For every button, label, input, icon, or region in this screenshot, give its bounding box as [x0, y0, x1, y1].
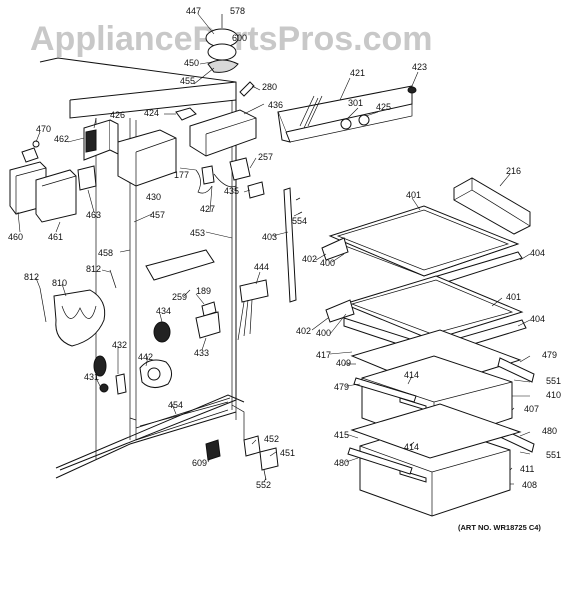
door-bin-216	[453, 177, 531, 235]
label-400b: 400	[316, 328, 331, 338]
label-447: 447	[186, 6, 201, 16]
label-259: 259	[172, 292, 187, 302]
label-480a: 480	[542, 426, 557, 436]
lower-left-parts	[39, 269, 127, 395]
upper-shelf-401	[321, 205, 523, 289]
part-280	[239, 81, 255, 97]
label-442: 442	[138, 352, 153, 362]
label-812a: 812	[24, 272, 39, 282]
fan-motor-assembly	[205, 14, 239, 73]
label-404a: 404	[530, 248, 545, 258]
assembly-444	[237, 279, 269, 341]
label-578: 578	[230, 6, 245, 16]
label-402b: 402	[296, 326, 311, 336]
label-433: 433	[194, 348, 209, 358]
label-280: 280	[262, 82, 277, 92]
label-427: 427	[200, 204, 215, 214]
label-458: 458	[98, 248, 113, 258]
label-434: 434	[156, 306, 171, 316]
cover-259	[145, 249, 215, 281]
label-551a: 551	[546, 376, 561, 386]
label-450: 450	[184, 58, 199, 68]
upper-left-components	[21, 119, 177, 187]
label-470: 470	[36, 124, 51, 134]
part-labels: 447 578 600 450 455 280 421 423 301 425 …	[8, 6, 561, 490]
control-housing	[277, 85, 417, 143]
label-400a: 400	[320, 258, 335, 268]
label-411: 411	[520, 464, 534, 474]
label-435: 435	[224, 186, 239, 196]
label-461: 461	[48, 232, 63, 242]
label-479b: 479	[334, 382, 349, 392]
label-415: 415	[334, 430, 349, 440]
label-409: 409	[336, 358, 351, 368]
cabinet-liner	[39, 57, 245, 479]
switch-424	[175, 107, 197, 121]
label-812b: 812	[86, 264, 101, 274]
label-401a: 401	[406, 190, 421, 200]
floor-454	[139, 401, 229, 427]
label-432: 432	[112, 340, 127, 350]
label-414b: 414	[404, 442, 419, 452]
lower-drawer-408	[347, 403, 535, 517]
electrical-parts	[195, 157, 265, 199]
label-424: 424	[144, 108, 159, 118]
label-404b: 404	[530, 314, 545, 324]
label-479a: 479	[542, 350, 557, 360]
label-301: 301	[348, 98, 363, 108]
small-parts-center	[139, 301, 221, 388]
label-401b: 401	[506, 292, 521, 302]
label-444: 444	[254, 262, 269, 272]
label-414a: 414	[404, 370, 419, 380]
bottom-brackets	[205, 435, 279, 481]
label-189: 189	[196, 286, 211, 296]
label-431: 431	[84, 372, 99, 382]
label-810: 810	[52, 278, 67, 288]
label-551b: 551	[546, 450, 561, 460]
label-436: 436	[268, 100, 283, 110]
label-455: 455	[180, 76, 195, 86]
duct-assembly	[9, 161, 97, 223]
label-457: 457	[150, 210, 165, 220]
label-453: 453	[190, 228, 205, 238]
label-402a: 402	[302, 254, 317, 264]
label-430: 430	[146, 192, 161, 202]
label-451: 451	[280, 448, 295, 458]
label-423: 423	[412, 62, 427, 72]
label-421: 421	[350, 68, 365, 78]
label-554: 554	[292, 216, 307, 226]
label-408: 408	[522, 480, 537, 490]
label-407: 407	[524, 404, 539, 414]
label-216: 216	[506, 166, 521, 176]
label-609: 609	[192, 458, 207, 468]
light-housing	[189, 109, 257, 157]
label-463: 463	[86, 210, 101, 220]
rail-403	[283, 187, 297, 303]
label-403: 403	[262, 232, 277, 242]
leader-lines	[17, 13, 531, 485]
label-452: 452	[264, 434, 279, 444]
label-454: 454	[168, 400, 183, 410]
art-number: (ART NO. WR18725 C4)	[458, 523, 541, 532]
label-417: 417	[316, 350, 331, 360]
label-480b: 480	[334, 458, 349, 468]
label-426: 426	[110, 110, 125, 120]
label-462: 462	[54, 134, 69, 144]
label-425: 425	[376, 102, 391, 112]
label-177: 177	[174, 170, 189, 180]
label-600: 600	[232, 33, 247, 43]
label-460: 460	[8, 232, 23, 242]
label-552: 552	[256, 480, 271, 490]
label-410: 410	[546, 390, 561, 400]
label-257: 257	[258, 152, 273, 162]
